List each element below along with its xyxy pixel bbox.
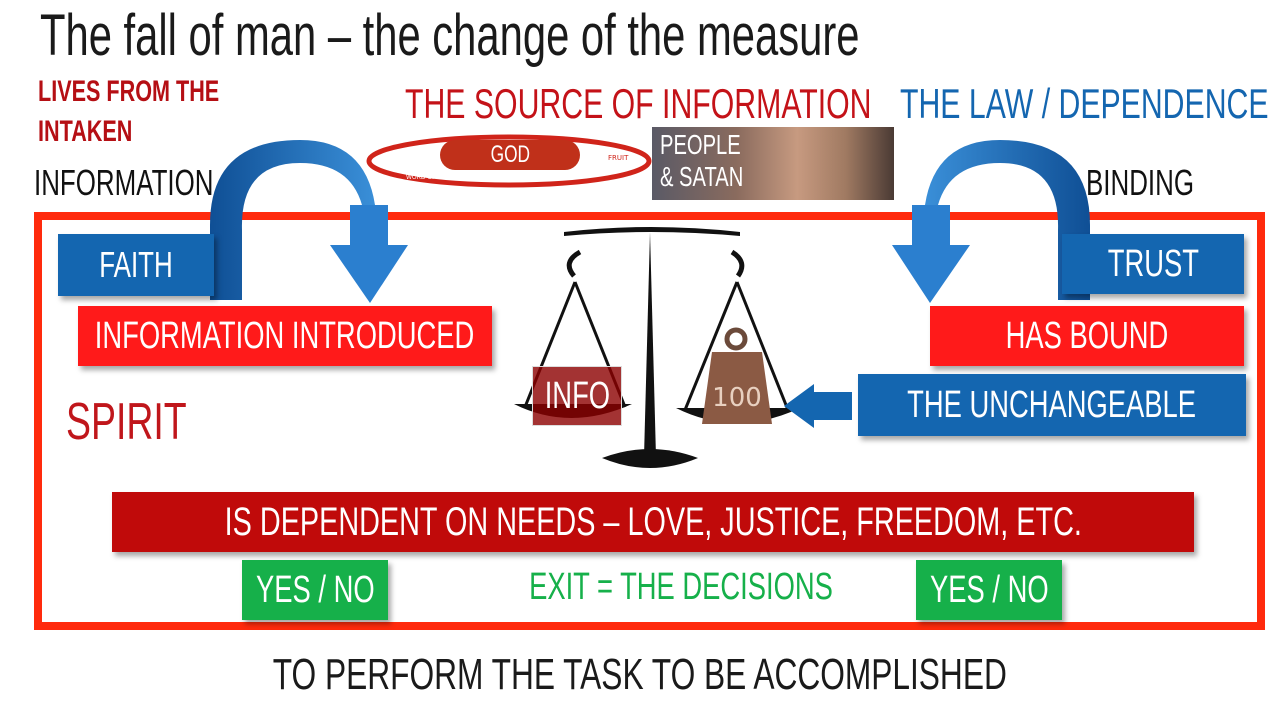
god-badge: GOD — [440, 140, 580, 170]
god-cycle-diagram: LOVE FRUIT WORD OF GOD — [366, 134, 652, 188]
binding-label: BINDING — [1086, 162, 1195, 203]
curved-arrow-left-icon — [210, 140, 408, 303]
information-introduced-box: INFORMATION INTRODUCED — [78, 306, 492, 366]
slide-title: The fall of man – the change of the meas… — [40, 3, 860, 68]
love-label: LOVE — [402, 154, 420, 162]
source-heading: THE SOURCE OF INFORMATION — [405, 80, 872, 127]
spirit-label: SPIRIT — [66, 393, 187, 451]
curved-arrow-right-icon — [892, 140, 1090, 303]
task-caption: TO PERFORM THE TASK TO BE ACCOMPLISHED — [272, 650, 1008, 699]
people-satan-label: PEOPLE & SATAN — [660, 129, 744, 192]
yes-no-right-box: YES / NO — [916, 560, 1062, 620]
information-label: INFORMATION — [34, 162, 214, 203]
spirit-frame — [34, 212, 1265, 630]
exit-decisions-label: EXIT = THE DECISIONS — [529, 566, 833, 608]
trust-box: TRUST — [1062, 234, 1244, 294]
weight-label: 100 — [712, 383, 762, 413]
has-bound-box: HAS BOUND — [930, 306, 1244, 366]
law-heading: THE LAW / DEPENDENCE — [900, 80, 1269, 127]
arrow-left-icon — [784, 384, 852, 428]
people-satan-photo: PEOPLE & SATAN — [652, 127, 894, 200]
balance-scale-icon: 100 — [514, 227, 800, 468]
word-of-god-label: WORD OF GOD — [406, 174, 452, 181]
dependent-on-needs-box: IS DEPENDENT ON NEEDS – LOVE, JUSTICE, F… — [112, 492, 1194, 552]
yes-no-left-box: YES / NO — [242, 560, 388, 620]
the-unchangeable-box: THE UNCHANGEABLE — [858, 374, 1246, 436]
fruit-label: FRUIT — [608, 154, 629, 162]
faith-box: FAITH — [58, 234, 214, 296]
info-weight-box: INFO — [532, 366, 622, 426]
lives-from-label: LIVES FROM THE INTAKEN — [38, 75, 220, 148]
